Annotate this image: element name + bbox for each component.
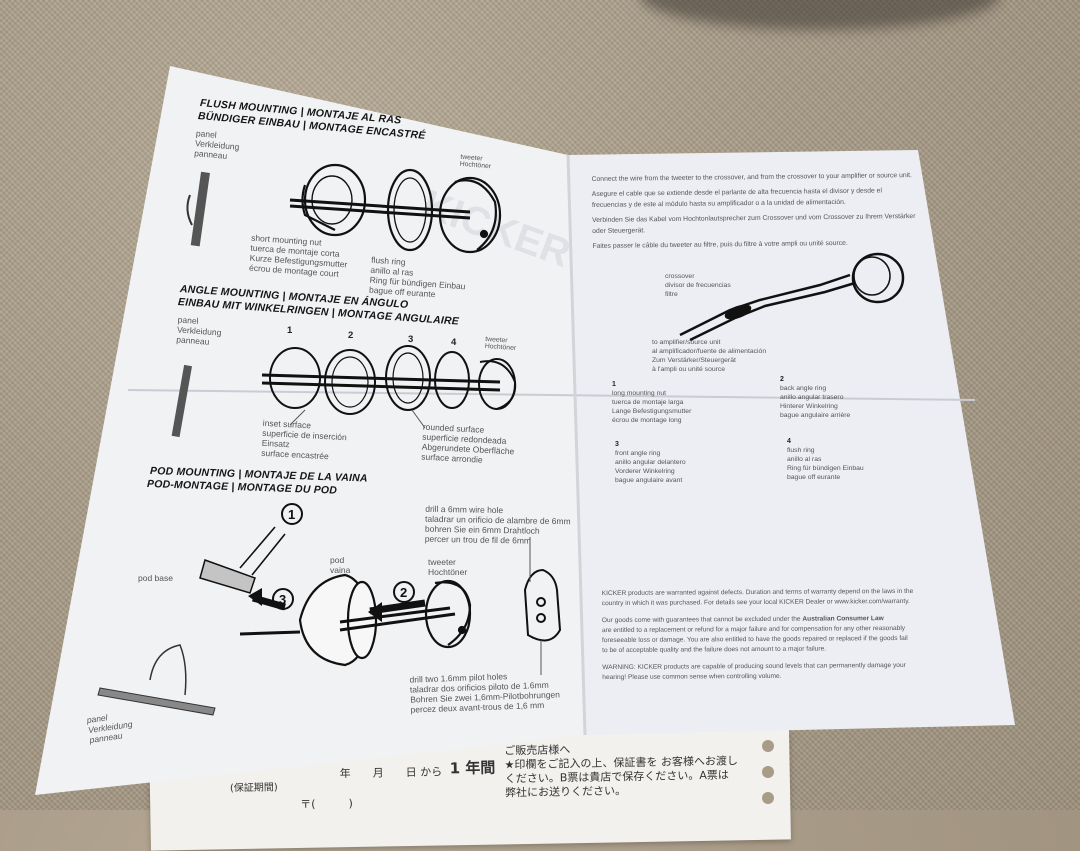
fold-line-horizontal	[127, 389, 976, 401]
fold-line-center	[566, 154, 587, 736]
part-3-fr: bague angulaire avant	[615, 477, 683, 484]
part-3-en: front angle ring	[615, 450, 661, 457]
panel-pod-drawing	[97, 644, 216, 716]
flush-panel-drawing	[186, 171, 210, 247]
amp-en: to amplifier/source unit	[652, 339, 721, 346]
pod-tweeter-drawing	[424, 579, 472, 649]
part-3-es: anillo angular delantero	[615, 459, 686, 466]
step-3-number: 3	[279, 592, 286, 607]
angle-number-4: 4	[451, 337, 457, 348]
part-4-label: 4 flush ring anillo al ras Ring für bünd…	[787, 437, 864, 482]
part-1-number: 1	[612, 381, 616, 388]
part-1-de: Lange Befestigungsmutter	[612, 408, 692, 415]
flush-wire	[289, 198, 471, 220]
crossover-drawing	[679, 252, 905, 342]
angle-number-1: 1	[287, 325, 293, 336]
part-1-fr: écrou de montage long	[612, 417, 682, 424]
part-2-label: 2 back angle ring anillo angular trasero…	[780, 375, 850, 420]
short-nut-label: short mounting nut tuerca de montaje cor…	[249, 233, 349, 280]
pod-tweeter-label: tweeter Hochtöner	[428, 557, 467, 577]
crossover-intro-text: Connect the wire from the tweeter to the…	[592, 170, 916, 252]
step-3-circle	[272, 588, 294, 610]
part-2-es: anillo angular trasero	[780, 394, 844, 401]
amplifier-label: to amplifier/source unit al amplificador…	[652, 338, 766, 374]
pod-back-drawing	[523, 568, 562, 642]
manual-illustrations: KICKER 1 3	[97, 154, 976, 736]
acl-prefix: Our goods come with guarantees that cann…	[601, 615, 803, 625]
flush-ring-label: flush ring anillo al ras Ring für bündig…	[369, 255, 467, 302]
pod-wire	[239, 606, 456, 636]
part-3-number: 3	[615, 441, 619, 448]
part-2-de: Hinterer Winkelring	[780, 403, 838, 410]
pod-tweeter-de: Hochtöner	[428, 567, 468, 577]
pod-label-en: pod	[330, 555, 345, 565]
step-1-number: 1	[288, 507, 295, 522]
part-4-number: 4	[787, 438, 791, 445]
flush-tweeter-label: tweeter Hochtöner	[459, 154, 491, 171]
crossover-es: divisor de frecuencias	[665, 282, 731, 289]
part-4-en: flush ring	[787, 447, 815, 454]
acl-bold: Australian Consumer Law	[802, 615, 884, 623]
angle-number-2: 2	[348, 330, 354, 341]
drill-pilot-label: drill two 1.6mm pilot holes taladrar dos…	[409, 669, 560, 714]
inset-surface-label: inset surface superficie de inserción Ei…	[261, 418, 348, 462]
part-1-en: long mounting nut	[612, 390, 667, 397]
amp-fr: à l'ampli ou unité source	[652, 366, 726, 373]
drill-wire-label: drill a 6mm wire hole taladrar un orific…	[425, 504, 571, 547]
rounded-surface-label: rounded surface superficie redondeada Ab…	[421, 422, 516, 467]
angle-tweeter-label: tweeter Hochtöner	[485, 336, 517, 352]
part-3-label: 3 front angle ring anillo angular delant…	[615, 440, 686, 485]
step-2-number: 2	[400, 585, 407, 600]
flush-panel-label: panel Verkleidung panneau	[194, 128, 241, 162]
pod-shell-drawing	[298, 573, 378, 667]
card-punch-holes	[762, 740, 774, 818]
pod-tweeter-en: tweeter	[428, 557, 456, 567]
part-4-es: anillo al ras	[787, 456, 822, 463]
angle-panel-label: panel Verkleidung panneau	[176, 314, 222, 347]
angle-number-3: 3	[408, 334, 414, 345]
pod-panel-label: panel Verkleidung panneau	[86, 709, 134, 745]
step-2-circle	[393, 581, 415, 603]
pod-label-es: vaina	[330, 565, 351, 575]
amp-es: al amplificador/fuente de alimentación	[652, 348, 767, 355]
crossover-label: crossover divisor de frecuencias filtre	[665, 272, 731, 299]
part-4-de: Ring für bündigen Einbau	[787, 465, 864, 472]
part-2-en: back angle ring	[780, 385, 827, 392]
part-3-de: Vorderer Winkelring	[615, 468, 675, 475]
part-4-fr: bague off eurante	[787, 474, 841, 481]
pod-base-drawing	[199, 559, 256, 594]
angle-panel-drawing	[171, 364, 193, 438]
crossover-fr: filtre	[665, 291, 678, 298]
angle-wire	[261, 373, 501, 392]
pod-label: pod vaina	[330, 555, 350, 575]
part-2-number: 2	[780, 376, 784, 383]
part-1-label: 1 long mounting nut tuerca de montaje la…	[612, 380, 691, 425]
step-1-circle	[281, 503, 303, 525]
pod-screws-drawing	[239, 526, 286, 576]
pod-base-label: pod base	[138, 573, 173, 583]
warranty-text: KICKER products are warranted against de…	[602, 587, 914, 683]
amp-de: Zum Verstärker/Steuergerät	[652, 357, 736, 364]
crossover-en: crossover	[665, 273, 695, 280]
part-1-es: tuerca de montaje larga	[612, 399, 684, 406]
part-2-fr: bague angulaire arrière	[780, 412, 851, 419]
